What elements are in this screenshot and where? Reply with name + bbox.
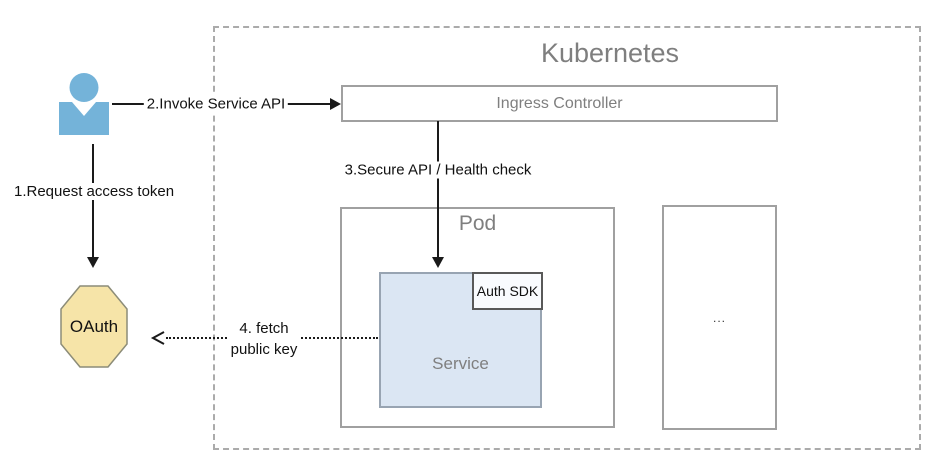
- pod-label: Pod: [458, 212, 497, 235]
- oauth-octagon: [60, 285, 128, 368]
- step2-label: 2.Invoke Service API: [143, 95, 289, 113]
- step4-label-line1: 4. fetch: [239, 320, 289, 337]
- auth-sdk-label: Auth SDK: [476, 283, 539, 299]
- kubernetes-title: Kubernetes: [540, 38, 680, 68]
- step1-arrow-line: [92, 144, 94, 258]
- arrow-down-icon: [432, 257, 444, 268]
- service-label: Service: [432, 354, 489, 373]
- step3-arrow-line: [437, 121, 439, 258]
- step3-label: 3.Secure API / Health check: [341, 161, 535, 179]
- ingress-controller-label: Ingress Controller: [496, 94, 623, 112]
- arrow-down-icon: [87, 257, 99, 268]
- ingress-controller-box: Ingress Controller: [341, 85, 778, 122]
- kubernetes-container: Kubernetes: [213, 26, 921, 450]
- oauth-label: OAuth: [69, 316, 119, 336]
- ellipsis-label: ...: [712, 310, 726, 325]
- step4-label: 4. fetch public key: [227, 318, 301, 360]
- step1-label: 1.Request access token: [11, 183, 178, 200]
- arrow-left-open-icon: [150, 331, 165, 345]
- auth-sdk-box: Auth SDK: [472, 272, 543, 310]
- arrow-right-icon: [330, 98, 341, 110]
- step4-label-line2: public key: [230, 341, 298, 358]
- user-icon: [59, 73, 109, 135]
- empty-pod-box: ...: [662, 205, 777, 430]
